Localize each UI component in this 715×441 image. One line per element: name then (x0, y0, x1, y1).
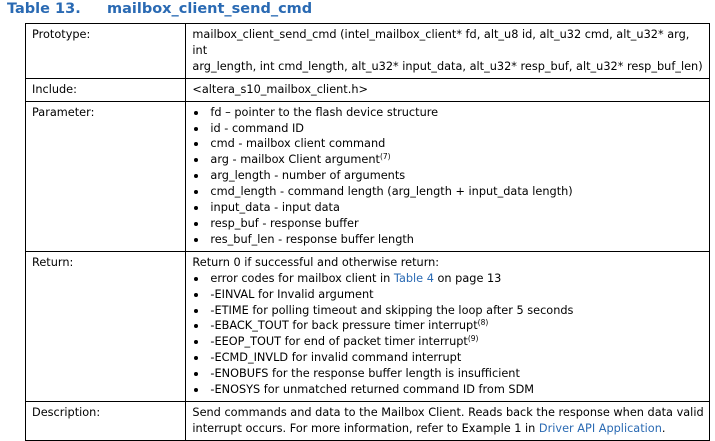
list-item: error codes for mailbox client in Table … (192, 271, 704, 287)
list-item-text: on page 13 (433, 271, 502, 285)
footnote-ref[interactable]: (9) (467, 334, 479, 344)
list-item: -ETIME for polling timeout and skipping … (192, 303, 704, 319)
list-item-text: fd – pointer to the flash device structu… (210, 105, 439, 119)
table-caption: Table 13. mailbox_client_send_cmd (5, 0, 710, 20)
list-item: -EEOP_TOUT for end of packet timer inter… (192, 334, 704, 350)
list-item-text: -ENOBUFS for the response buffer length … (210, 367, 520, 381)
list-item-text: -EBACK_TOUT for back pressure timer inte… (210, 319, 478, 333)
list-item-text: resp_buf - response buffer (210, 216, 359, 230)
list-item-text: -EEOP_TOUT for end of packet timer inter… (210, 335, 468, 349)
prototype-line-1: mailbox_client_send_cmd (intel_mailbox_c… (192, 28, 690, 57)
footnote-ref[interactable]: (7) (379, 152, 391, 162)
list-item: -EINVAL for Invalid argument (192, 287, 704, 303)
list-item-text: cmd_length - command length (arg_length … (210, 185, 573, 199)
description-text: interrupt occurs. For more information, … (192, 421, 539, 435)
description-line-2: interrupt occurs. For more information, … (192, 421, 704, 437)
list-item-text: input_data - input data (210, 201, 340, 215)
description-end: . (661, 421, 666, 435)
list-item-text: res_buf_len - response buffer length (210, 232, 414, 246)
list-item: cmd - mailbox client command (192, 136, 704, 152)
table-number: Table 13. (7, 1, 81, 17)
list-item: id - command ID (192, 121, 704, 137)
footnote-ref[interactable]: (8) (477, 318, 489, 328)
table-row-description: Description: Send commands and data to t… (24, 400, 710, 441)
table-row-return: Return: Return 0 if successful and other… (24, 250, 710, 402)
table-row-prototype: Prototype: mailbox_client_send_cmd (inte… (24, 23, 710, 79)
table-row-include: Include: <altera_s10_mailbox_client.h> (24, 77, 710, 102)
table-title: mailbox_client_send_cmd (107, 1, 313, 17)
include-label: Include: (24, 77, 187, 102)
list-item-text: -ETIME for polling timeout and skipping … (210, 303, 574, 317)
prototype-value: mailbox_client_send_cmd (intel_mailbox_c… (185, 23, 710, 79)
api-spec-table: Prototype: mailbox_client_send_cmd (inte… (24, 23, 710, 441)
list-item-text: -ENOSYS for unmatched returned command I… (210, 383, 535, 397)
list-item-text: -ECMD_INVLD for invalid command interrup… (210, 351, 462, 365)
description-label: Description: (24, 400, 187, 441)
list-item-text: cmd - mailbox client command (210, 137, 386, 151)
list-item: cmd_length - command length (arg_length … (192, 184, 704, 200)
list-item: -EBACK_TOUT for back pressure timer inte… (192, 318, 704, 334)
list-item-text: id - command ID (210, 121, 304, 135)
return-intro: Return 0 if successful and otherwise ret… (192, 255, 440, 269)
list-item-text: arg_length - number of arguments (210, 169, 406, 183)
return-label: Return: (24, 250, 187, 402)
parameter-list: fd – pointer to the flash device structu… (192, 105, 704, 248)
list-item: fd – pointer to the flash device structu… (192, 105, 704, 121)
parameter-value: fd – pointer to the flash device structu… (185, 100, 710, 252)
prototype-label: Prototype: (24, 23, 187, 79)
list-item: -ENOBUFS for the response buffer length … (192, 366, 704, 382)
description-line-1: Send commands and data to the Mailbox Cl… (192, 405, 704, 419)
parameter-label: Parameter: (24, 100, 187, 252)
list-item: -ENOSYS for unmatched returned command I… (192, 382, 704, 398)
list-item: arg_length - number of arguments (192, 168, 704, 184)
table-row-parameter: Parameter: fd – pointer to the flash dev… (24, 100, 710, 252)
table-4-link[interactable]: Table 4 (393, 271, 434, 285)
list-item: input_data - input data (192, 200, 704, 216)
list-item: resp_buf - response buffer (192, 216, 704, 232)
return-list: error codes for mailbox client in Table … (192, 271, 704, 398)
include-value: <altera_s10_mailbox_client.h> (185, 77, 710, 102)
list-item: -ECMD_INVLD for invalid command interrup… (192, 350, 704, 366)
driver-api-link[interactable]: Driver API Application (538, 421, 662, 435)
return-value: Return 0 if successful and otherwise ret… (185, 250, 710, 402)
list-item-text: -EINVAL for Invalid argument (210, 287, 374, 301)
list-item: res_buf_len - response buffer length (192, 232, 704, 248)
prototype-line-2: arg_length, int cmd_length, alt_u32* inp… (192, 59, 703, 73)
description-value: Send commands and data to the Mailbox Cl… (185, 400, 710, 441)
list-item-text: error codes for mailbox client in (210, 271, 394, 285)
list-item-text: arg - mailbox Client argument (210, 153, 380, 167)
list-item: arg - mailbox Client argument(7) (192, 152, 704, 168)
